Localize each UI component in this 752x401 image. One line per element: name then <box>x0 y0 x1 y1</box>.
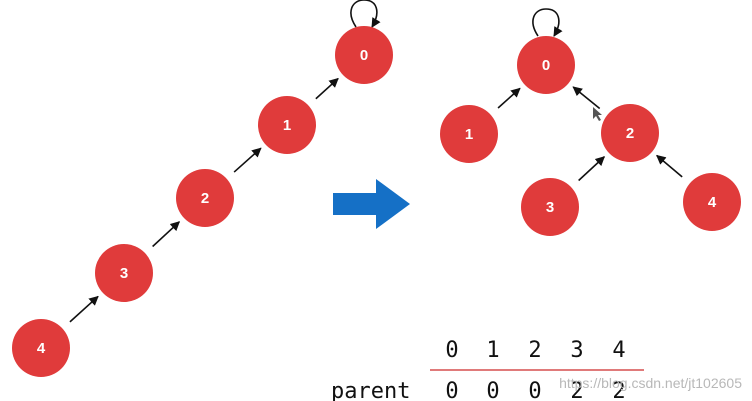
right-arrow-icon <box>333 179 410 229</box>
edge-1-to-0 <box>315 77 339 100</box>
transform-arrow <box>333 179 410 229</box>
parent-value-cell: 0 <box>486 379 499 401</box>
right-node-3: 3 <box>521 178 579 236</box>
node-circle <box>12 319 70 377</box>
node-label: 4 <box>37 340 46 357</box>
edge-3-to-2 <box>578 156 606 182</box>
node-label: 3 <box>546 199 554 216</box>
node-label: 0 <box>360 47 368 64</box>
edge-4-to-2 <box>656 154 683 178</box>
parent-indices-row: 0 1 2 3 4 <box>445 338 625 363</box>
parent-values-row: 0 0 0 2 2 <box>445 379 625 401</box>
index-cell: 4 <box>612 338 625 363</box>
left-node-4: 4 <box>12 319 70 377</box>
cursor-icon <box>593 107 602 121</box>
node-label: 1 <box>283 117 291 134</box>
index-cell: 1 <box>486 338 499 363</box>
parent-value-cell: 2 <box>570 379 583 401</box>
right-node-2: 2 <box>601 104 659 162</box>
right-node-0: 0 <box>517 36 575 94</box>
left-tree-edges <box>69 77 339 323</box>
index-cell: 3 <box>570 338 583 363</box>
parent-value-cell: 0 <box>528 379 541 401</box>
edge-2-to-1 <box>233 147 262 173</box>
edge-2-to-0 <box>572 86 601 110</box>
node-circle <box>95 244 153 302</box>
node-label: 3 <box>120 265 128 282</box>
node-label: 2 <box>201 190 209 207</box>
edge-4-to-3 <box>69 295 99 323</box>
right-node-1: 1 <box>440 105 498 163</box>
node-circle <box>258 96 316 154</box>
node-circle <box>440 105 498 163</box>
left-node-3: 3 <box>95 244 153 302</box>
parent-value-cell: 0 <box>445 379 458 401</box>
parent-table: 0 1 2 3 4 parent 0 0 0 2 2 <box>331 338 644 401</box>
right-self-loop <box>532 8 563 37</box>
parent-value-cell: 2 <box>612 379 625 401</box>
node-circle <box>601 104 659 162</box>
right-node-4: 4 <box>683 173 741 231</box>
watermark: https://blog.csdn.net/jt102605 <box>559 375 742 391</box>
left-tree-nodes: 0 1 2 3 4 <box>12 26 393 377</box>
node-label: 0 <box>542 57 550 74</box>
node-circle <box>176 169 234 227</box>
node-label: 2 <box>626 125 634 142</box>
left-node-0: 0 <box>335 26 393 84</box>
right-tree-nodes: 0 1 2 3 4 <box>440 36 741 236</box>
node-circle <box>335 26 393 84</box>
node-label: 4 <box>708 194 717 211</box>
parent-row-label: parent <box>331 379 410 401</box>
left-node-1: 1 <box>258 96 316 154</box>
edge-3-to-2 <box>152 221 181 248</box>
node-circle <box>517 36 575 94</box>
node-label: 1 <box>465 126 473 143</box>
index-cell: 2 <box>528 338 541 363</box>
right-tree-edges <box>497 86 683 182</box>
node-circle <box>683 173 741 231</box>
node-circle <box>521 178 579 236</box>
index-cell: 0 <box>445 338 458 363</box>
left-self-loop <box>350 0 381 28</box>
left-node-2: 2 <box>176 169 234 227</box>
edge-1-to-0 <box>497 87 521 109</box>
